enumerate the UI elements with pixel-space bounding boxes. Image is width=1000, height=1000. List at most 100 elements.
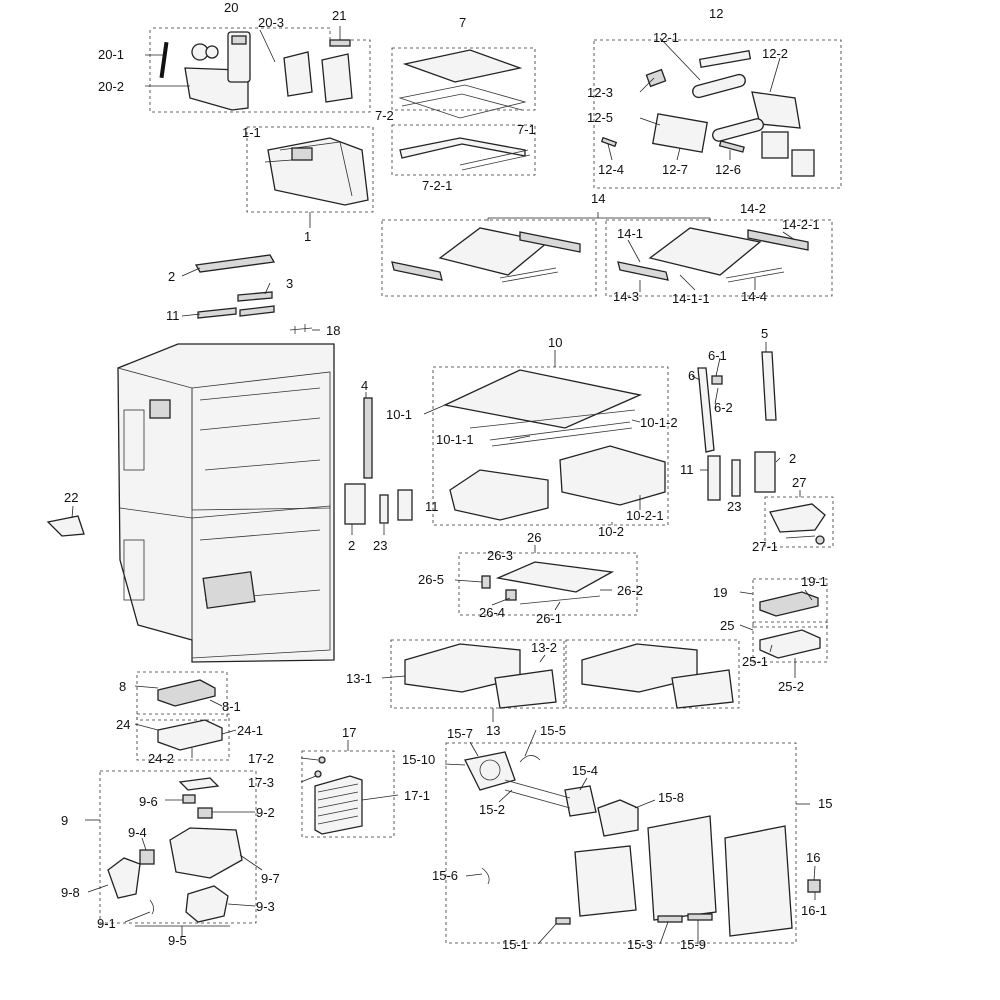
callout-label: 23 [727, 499, 741, 514]
callout-label: 24-2 [148, 751, 174, 766]
callout-label: 9-2 [256, 805, 275, 820]
callout-label: 11 [680, 462, 694, 477]
callout-label: 10 [548, 335, 562, 350]
box-13-left [390, 639, 565, 709]
callout-label: 16-1 [801, 903, 827, 918]
callout-label: 13-1 [346, 671, 372, 686]
part-15-1 [555, 917, 571, 925]
part-26-5 [481, 575, 491, 589]
callout-label: 15-4 [572, 763, 598, 778]
box-12 [593, 39, 842, 189]
box-24 [136, 713, 230, 761]
part-9-1 [149, 899, 154, 915]
box-14-left [381, 219, 597, 297]
part-19 [759, 591, 819, 617]
part-20-frame-top [231, 35, 247, 45]
part-4 [363, 397, 373, 479]
callout-label: 15-2 [479, 802, 505, 817]
part-15-10-ring [479, 759, 501, 781]
callout-label: 27-1 [752, 539, 778, 554]
part-22 [46, 515, 85, 537]
part-3-top [237, 291, 273, 302]
callout-label: 14-1-1 [672, 291, 710, 306]
callout-label: 2 [789, 451, 796, 466]
part-15-panel-c [724, 825, 793, 937]
callout-label: 2 [348, 538, 355, 553]
callout-label: 12-7 [662, 162, 688, 177]
part-12-3 [645, 68, 667, 88]
callout-label: 9 [61, 813, 68, 828]
callout-label: 25-1 [742, 654, 768, 669]
part-21 [329, 39, 351, 47]
part-17-3 [314, 770, 322, 778]
callout-label: 8-1 [222, 699, 241, 714]
callout-label: 24-1 [237, 723, 263, 738]
part-12-2 [751, 91, 801, 129]
part-9-4 [139, 849, 155, 865]
part-14-3 [617, 261, 669, 281]
part-15-4 [564, 785, 597, 817]
part-26-2 [495, 561, 615, 593]
callout-label: 9-6 [139, 794, 158, 809]
callout-label: 26 [527, 530, 541, 545]
part-24 [157, 719, 223, 751]
callout-label: 10-1 [386, 407, 412, 422]
callout-label: 6-1 [708, 348, 727, 363]
callout-label: 24 [116, 717, 130, 732]
part-6 [697, 367, 715, 453]
leader-lines [71, 26, 816, 945]
part-26-4 [505, 589, 517, 601]
callout-label: 16 [806, 850, 820, 865]
part-17-fins [317, 783, 359, 825]
part-14-1 [648, 227, 762, 276]
callout-label: 9-8 [61, 885, 80, 900]
box-27 [764, 496, 834, 548]
box-1 [246, 126, 374, 213]
callout-labels: 20 21 20-3 20-1 20-2 7 12 12-1 12-2 12-3… [61, 0, 832, 952]
part-1-inner [279, 141, 353, 197]
part-15-5 [519, 755, 541, 763]
part-2-top [194, 254, 276, 273]
callout-label: 15-1 [502, 937, 528, 952]
part-12-4 [600, 136, 618, 148]
box-7 [391, 47, 536, 111]
part-20-gear [205, 45, 219, 59]
callout-label: 20 [224, 0, 238, 15]
part-20-cover-a [283, 51, 313, 97]
part-15-8 [597, 799, 639, 837]
callout-label: 12-4 [598, 162, 624, 177]
callout-label: 17 [342, 725, 356, 740]
callout-label: 26-4 [479, 605, 505, 620]
part-7-glass [402, 49, 523, 83]
callout-label: 6-2 [714, 400, 733, 415]
callout-label: 13-2 [531, 640, 557, 655]
box-25 [752, 621, 828, 663]
callout-label: 15-6 [432, 868, 458, 883]
callout-label: 27 [792, 475, 806, 490]
callout-label: 20-2 [98, 79, 124, 94]
callout-label: 19-1 [801, 574, 827, 589]
part-12-1 [692, 73, 746, 99]
part-15-2 [504, 779, 571, 809]
callout-label: 3 [286, 276, 293, 291]
part-11-top-b [239, 305, 275, 317]
part-12-6 [718, 140, 745, 153]
callout-label: 17-1 [404, 788, 430, 803]
part-12-top-bracket [698, 49, 752, 69]
part-26-1 [519, 595, 601, 605]
callout-label: 15-7 [447, 726, 473, 741]
callout-label: 9-3 [256, 899, 275, 914]
box-13-right [565, 639, 740, 709]
part-2-left [344, 483, 366, 525]
part-1-housing [267, 137, 369, 206]
callout-label: 9-5 [168, 933, 187, 948]
part-15-3 [657, 915, 683, 923]
callout-label: 20-1 [98, 47, 124, 62]
group-boxes [99, 27, 842, 944]
part-10-2-right [559, 445, 666, 506]
callout-label: 7-2-1 [422, 178, 452, 193]
part-12-cap [791, 149, 815, 177]
part-20-1 [159, 41, 169, 79]
callout-label: 25-2 [778, 679, 804, 694]
